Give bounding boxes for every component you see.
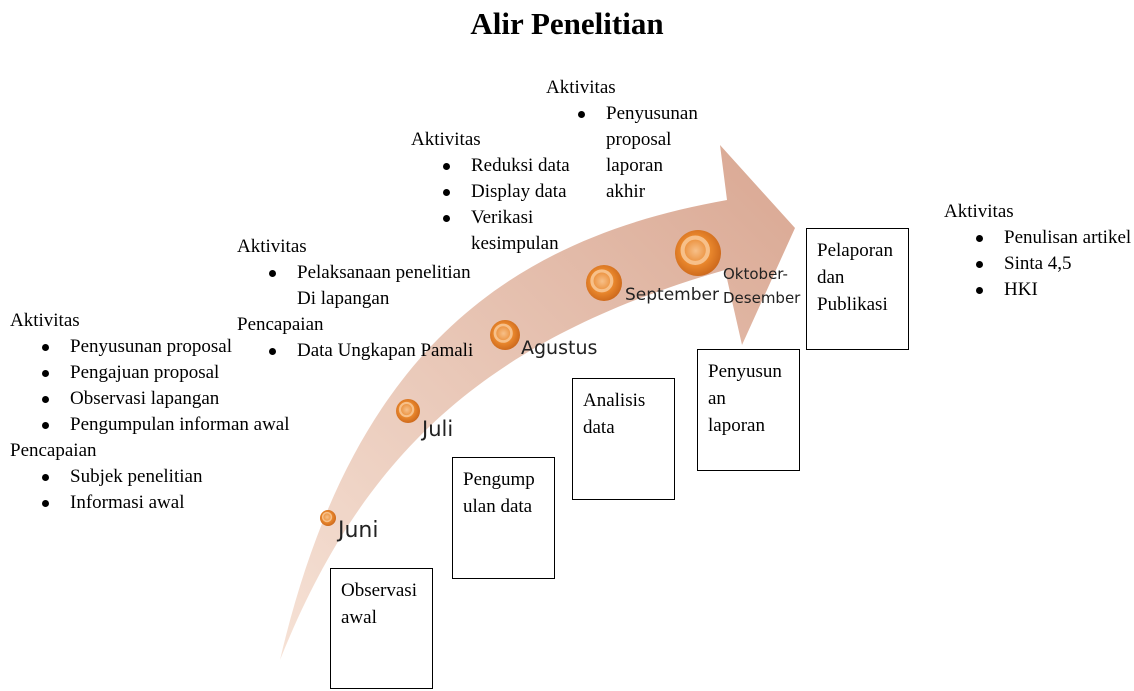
list-item: Pelaksanaan penelitian xyxy=(237,260,497,286)
stage-box-line: Pelaporan xyxy=(817,237,898,264)
list-item: Verikasi xyxy=(411,205,581,231)
activity-block-september: Aktivitas Penyusunan proposal laporan ak… xyxy=(546,75,716,205)
achievement-heading: Pencapaian xyxy=(10,438,310,464)
stage-box-line: dan xyxy=(817,264,898,291)
milestone-label-juli: Juli xyxy=(422,417,453,441)
stage-box-line: ulan data xyxy=(463,493,544,520)
list-item: Penulisan artikel xyxy=(944,225,1134,251)
list-item-continuation: Di lapangan xyxy=(237,286,497,312)
stage-box-line: Observasi xyxy=(341,577,422,604)
stage-box-pengumpulan: Pengump ulan data xyxy=(452,457,555,579)
stage-box-line: data xyxy=(583,414,664,441)
list-item-continuation: akhir xyxy=(546,179,716,205)
stage-box-line: Pengump xyxy=(463,466,544,493)
list-item: Informasi awal xyxy=(10,490,310,516)
list-item-continuation: kesimpulan xyxy=(411,231,581,257)
stage-box-analisis: Analisis data xyxy=(572,378,675,500)
list-item: HKI xyxy=(944,277,1134,303)
stage-box-observasi: Observasi awal xyxy=(330,568,433,689)
stage-box-line: an xyxy=(708,385,789,412)
milestone-label-oktober-desember: Oktober- Desember xyxy=(723,262,800,310)
milestone-label-september: September xyxy=(625,285,719,305)
list-item: Penyusunan xyxy=(546,101,716,127)
list-item: Pengumpulan informan awal xyxy=(10,412,310,438)
list-item: Observasi lapangan xyxy=(10,386,310,412)
stage-box-pelaporan: Pelaporan dan Publikasi xyxy=(806,228,909,350)
stage-box-line: awal xyxy=(341,604,422,631)
stage-box-line: Publikasi xyxy=(817,291,898,318)
activity-heading: Aktivitas xyxy=(944,199,1134,225)
list-item-continuation: laporan xyxy=(546,153,716,179)
list-item: Data Ungkapan Pamali xyxy=(237,338,497,364)
stage-box-line: Analisis xyxy=(583,387,664,414)
stage-box-penyusunan: Penyusun an laporan xyxy=(697,349,800,471)
activity-heading: Aktivitas xyxy=(546,75,716,101)
achievement-heading: Pencapaian xyxy=(237,312,497,338)
list-item-continuation: proposal xyxy=(546,127,716,153)
list-item: Sinta 4,5 xyxy=(944,251,1134,277)
milestone-label-agustus: Agustus xyxy=(521,337,597,359)
milestone-label-juni: Juni xyxy=(338,518,379,543)
activity-block-publikasi: Aktivitas Penulisan artikel Sinta 4,5 HK… xyxy=(944,199,1134,303)
list-item: Subjek penelitian xyxy=(10,464,310,490)
stage-box-line: Penyusun xyxy=(708,358,789,385)
stage-box-line: laporan xyxy=(708,412,789,439)
